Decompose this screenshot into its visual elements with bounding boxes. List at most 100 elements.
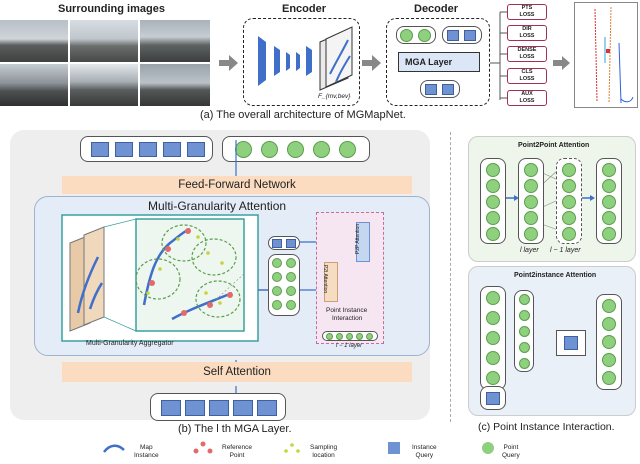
p2p-attention-block	[356, 222, 370, 262]
output-point-query-group	[222, 136, 370, 162]
p2i-col-2	[514, 290, 534, 372]
camera-image-5	[70, 64, 138, 106]
instance-query	[442, 84, 454, 95]
p2p-l-minus-layer: l − 1 layer	[550, 247, 581, 254]
point-query	[602, 299, 616, 313]
point-query	[486, 351, 500, 365]
p2p-col-4	[596, 158, 622, 244]
loss-line2: LOSS	[519, 76, 535, 82]
camera-image-6	[140, 64, 210, 106]
p2i-instance-box	[556, 330, 586, 356]
instance-query	[425, 84, 437, 95]
p2p-title: Point2Point Attention	[518, 142, 590, 149]
point-query	[602, 371, 616, 385]
point-query	[486, 371, 500, 385]
camera-image-2	[70, 20, 138, 62]
legend-line2: Instance	[134, 452, 159, 459]
point-query	[356, 333, 363, 340]
loss-line1: CLS	[521, 69, 533, 75]
output-instance-query-group	[80, 136, 213, 162]
decoder-input-group	[420, 80, 460, 98]
p2p-col-1	[480, 158, 506, 244]
mga-caption: (b) The l th MGA Layer.	[178, 423, 292, 435]
instance-query	[286, 239, 296, 248]
legend-line1: Instance	[412, 444, 437, 451]
point-query	[519, 310, 530, 321]
aggregator-illustration	[61, 214, 259, 342]
loss-line1: AUX	[521, 91, 533, 97]
point-query	[524, 179, 538, 193]
instance-query	[185, 400, 205, 416]
point-query	[562, 195, 576, 209]
point-query	[272, 300, 282, 310]
instance-query	[187, 142, 205, 157]
point-query	[486, 227, 500, 241]
point-query	[519, 326, 530, 337]
loss-line1: PTS	[521, 5, 533, 11]
point-query	[602, 195, 616, 209]
point-query	[524, 227, 538, 241]
point-query	[272, 286, 282, 296]
pii-label-line2: Interaction	[332, 315, 363, 322]
encoder-network-shape	[258, 26, 353, 91]
point-query	[524, 163, 538, 177]
p2i-title: Point2instance Attention	[514, 272, 597, 279]
ffn-bar: Feed-Forward Network	[62, 176, 412, 194]
legend-line2: Point	[229, 452, 245, 459]
legend-line2: Query	[502, 452, 520, 459]
point-query	[524, 195, 538, 209]
point-query	[339, 141, 356, 158]
instance-query	[233, 400, 253, 416]
point-query	[418, 29, 431, 42]
point-query	[366, 333, 373, 340]
point-query	[519, 358, 530, 369]
point-query	[286, 300, 296, 310]
point-query	[336, 333, 343, 340]
instance-query	[257, 400, 277, 416]
legend-line1: Sampling	[310, 444, 338, 451]
point-query	[272, 272, 282, 282]
point-query	[261, 141, 278, 158]
instance-query	[163, 142, 181, 157]
p2p-l-layer: l layer	[520, 247, 539, 254]
loss-line2: LOSS	[519, 98, 535, 104]
legend-line2: Query	[415, 452, 434, 459]
point-query	[486, 291, 500, 305]
point-query	[602, 163, 616, 177]
point-query	[286, 258, 296, 268]
loss-line2: LOSS	[519, 54, 535, 60]
p2p-col-2	[518, 158, 544, 244]
point-query	[486, 311, 500, 325]
instance-query	[139, 142, 157, 157]
mga-layer-label: MGA Layer	[405, 57, 453, 67]
p2i-col-3	[596, 294, 622, 390]
self-attention-label: Self Attention	[203, 366, 271, 378]
encoder-box	[243, 18, 360, 106]
instance-query	[209, 400, 229, 416]
legend-line1: Point	[503, 444, 519, 451]
legend-line1: Map	[139, 444, 153, 451]
decoder-instance-query-group	[442, 26, 482, 44]
top-arrows	[219, 11, 570, 100]
divider	[450, 132, 451, 422]
decoder-point-query-group	[396, 26, 436, 44]
fmv-bev-label: F_{mv,bev}	[318, 93, 351, 100]
point-query	[287, 141, 304, 158]
camera-image-1	[0, 20, 68, 62]
point-query	[400, 29, 413, 42]
surrounding-images-label: Surrounding images	[58, 3, 165, 15]
pii-layer-query-row	[322, 331, 378, 341]
ffn-label: Feed-Forward Network	[178, 179, 296, 191]
instance-query	[464, 30, 476, 41]
instance-query	[564, 336, 578, 350]
p2i-instance-col	[480, 386, 506, 410]
instance-query	[115, 142, 133, 157]
point-query	[486, 331, 500, 345]
point-query	[486, 211, 500, 225]
camera-image-grid	[0, 20, 212, 106]
